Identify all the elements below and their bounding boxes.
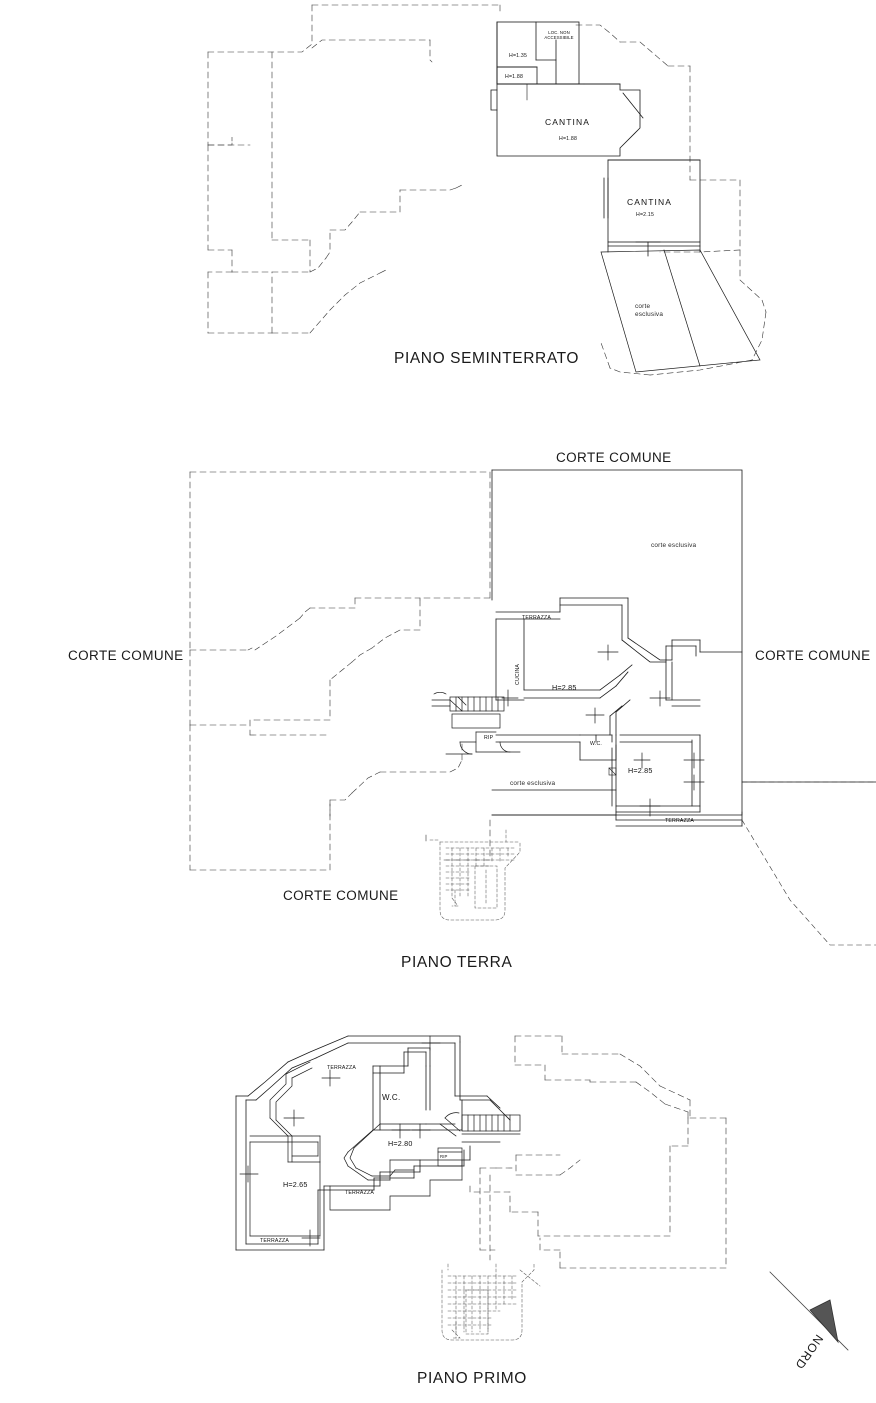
corte-line1: corte: [635, 303, 651, 310]
court-label-comune-right: CORTE COMUNE: [755, 648, 871, 663]
room-label-cucina: CUCINA: [515, 663, 521, 685]
court-label-comune-top: CORTE COMUNE: [556, 450, 672, 465]
room-label-terrazza-terra-top: TERRAZZA: [522, 615, 551, 621]
area-label-corte-esclusiva-terra-bottom: corte esclusiva: [510, 780, 556, 787]
floor-title-terra: PIANO TERRA: [401, 954, 513, 971]
room-label-rip-terra: RIP: [484, 735, 494, 741]
floor-title-seminterrato: PIANO SEMINTERRATO: [394, 350, 580, 367]
height-label-h135: H=1.35: [509, 53, 528, 59]
room-label-terrazza-terra-bottom: TERRAZZA: [665, 818, 694, 824]
loc-non-line1: LOC. NON: [548, 30, 570, 35]
room-label-rip-primo: RIP: [440, 1154, 448, 1159]
room-label-terrazza-primo-top: TERRAZZA: [327, 1065, 356, 1071]
plan-primo: [235, 1035, 849, 1351]
height-label-h188: H=1.88: [559, 136, 578, 142]
height-label-h285-b: H=2.85: [628, 766, 653, 775]
area-label-corte-esclusiva-terra-top: corte esclusiva: [651, 542, 697, 549]
height-label-h285-a: H=2.85: [552, 683, 577, 692]
height-label-h265: H=2.65: [283, 1180, 308, 1189]
floor-title-primo: PIANO PRIMO: [417, 1370, 527, 1387]
room-label-terrazza-primo-bottom: TERRAZZA: [260, 1238, 289, 1244]
area-label-corte-esclusiva-seminterrato: corte esclusiva: [635, 303, 663, 318]
room-label-wc-terra: W.C.: [590, 741, 603, 747]
plan-seminterrato: [207, 4, 767, 376]
height-label-h188-small: H=1.88: [505, 74, 524, 80]
height-label-h280: H=2.80: [388, 1139, 413, 1148]
height-label-h215: H=2.15: [636, 212, 655, 218]
room-label-loc-non-accessibile: LOC. NON ACCESSIBILE: [538, 30, 580, 41]
north-arrow: [769, 1271, 849, 1351]
court-label-comune-bottom-left: CORTE COMUNE: [283, 888, 399, 903]
room-label-terrazza-primo-mid: TERRAZZA: [345, 1190, 374, 1196]
room-label-cantina-2: CANTINA: [627, 197, 673, 207]
corte-line2: esclusiva: [635, 310, 664, 318]
loc-non-line2: ACCESSIBILE: [544, 34, 574, 40]
room-label-wc-primo: W.C.: [382, 1093, 401, 1102]
room-label-cantina-1: CANTINA: [545, 117, 591, 127]
plan-terra: [189, 469, 876, 946]
court-label-comune-left: CORTE COMUNE: [68, 648, 184, 663]
